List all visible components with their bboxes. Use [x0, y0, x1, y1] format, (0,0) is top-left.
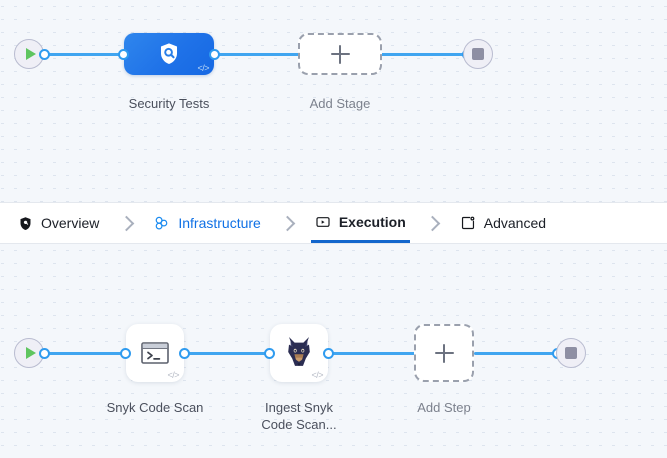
add-stage-button[interactable]	[298, 33, 382, 75]
doberman-logo-icon	[283, 335, 315, 371]
tab-infrastructure[interactable]: Infrastructure	[149, 203, 264, 243]
snyk-code-scan-output-port[interactable]	[179, 348, 190, 359]
step-flow: </> Snyk Code Scan	[0, 244, 667, 458]
ingest-snyk-output-port[interactable]	[323, 348, 334, 359]
start-node[interactable]	[14, 338, 44, 368]
add-step-button[interactable]	[414, 324, 474, 382]
edge-start-to-security-tests	[42, 53, 126, 56]
ingest-snyk-input-port[interactable]	[264, 348, 275, 359]
end-node[interactable]	[556, 338, 586, 368]
stage-flow: </> Security Tests Add Stage	[0, 0, 667, 202]
start-node-output-port[interactable]	[39, 49, 50, 60]
edge-ingest-to-add-step	[330, 352, 416, 355]
add-step-label: Add Step	[417, 400, 471, 415]
tab-advanced[interactable]: Advanced	[456, 203, 550, 243]
edge-start-to-snyk-code-scan	[42, 352, 126, 355]
tab-advanced-label: Advanced	[483, 215, 547, 231]
stop-icon	[565, 347, 577, 359]
tab-overview[interactable]: Overview	[14, 203, 103, 243]
code-badge: </>	[311, 370, 323, 380]
play-icon	[25, 48, 36, 60]
shield-search-icon	[156, 41, 182, 67]
end-node[interactable]	[463, 39, 493, 69]
shield-icon	[18, 216, 33, 231]
terminal-icon	[140, 340, 170, 366]
step-node-snyk-code-scan[interactable]: </>	[126, 324, 184, 382]
stage-tabs: Overview Infrastructure Execution	[0, 202, 667, 244]
security-tests-input-port[interactable]	[118, 49, 129, 60]
stage-label-security-tests: Security Tests	[128, 96, 210, 111]
chevron-right-icon	[280, 215, 296, 231]
tab-separator-1	[103, 215, 149, 231]
step-label-snyk-code-scan: Snyk Code Scan	[106, 400, 204, 415]
stage-canvas[interactable]: </> Security Tests Add Stage	[0, 0, 667, 202]
execution-play-box-icon	[315, 214, 331, 230]
security-tests-output-port[interactable]	[209, 49, 220, 60]
infrastructure-cluster-icon	[153, 215, 170, 232]
tab-separator-3	[410, 215, 456, 231]
edge-add-stage-to-end	[380, 53, 468, 56]
start-node-output-port[interactable]	[39, 348, 50, 359]
step-canvas[interactable]: </> Snyk Code Scan	[0, 244, 667, 458]
step-node-ingest-snyk-code-scan[interactable]: </>	[270, 324, 328, 382]
tab-execution-label: Execution	[338, 213, 406, 230]
plus-icon	[330, 44, 350, 64]
step-label-ingest-snyk-code-scan: Ingest Snyk Code Scan...	[261, 400, 337, 432]
snyk-code-scan-input-port[interactable]	[120, 348, 131, 359]
edge-security-tests-to-add-stage	[214, 53, 302, 56]
edge-snyk-code-scan-to-ingest	[186, 352, 270, 355]
tab-overview-label: Overview	[41, 215, 100, 231]
tab-execution[interactable]: Execution	[310, 203, 410, 243]
play-icon	[25, 347, 36, 359]
stop-icon	[472, 48, 484, 60]
tab-infrastructure-label: Infrastructure	[178, 215, 261, 231]
chevron-right-icon	[118, 215, 135, 231]
edge-add-step-to-end	[474, 352, 558, 355]
code-badge: </>	[167, 370, 179, 380]
chevron-right-icon	[424, 215, 441, 231]
tab-separator-2	[265, 215, 311, 231]
plus-icon	[434, 343, 454, 363]
code-badge: </>	[197, 63, 209, 73]
advanced-gear-card-icon	[460, 215, 476, 231]
add-stage-label: Add Stage	[309, 96, 371, 111]
stage-node-security-tests[interactable]: </>	[124, 33, 214, 75]
